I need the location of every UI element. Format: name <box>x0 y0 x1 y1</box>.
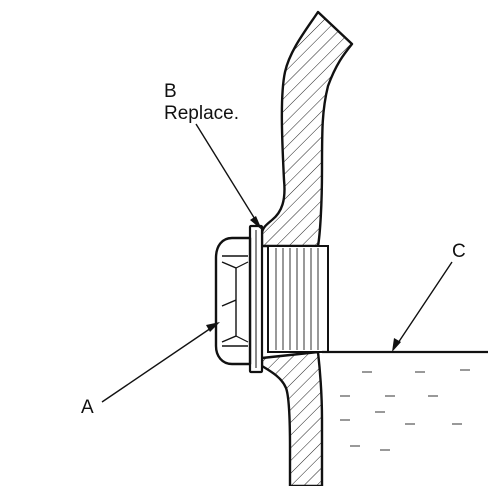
label-b: B <box>164 81 177 102</box>
label-a: A <box>81 397 94 418</box>
bolt-threads <box>275 248 319 350</box>
leader-c <box>392 261 453 352</box>
label-c: C <box>452 241 466 262</box>
fluid-dashes <box>340 369 470 451</box>
leader-a <box>101 322 220 403</box>
bolt-thread-body <box>267 245 329 353</box>
housing-section <box>260 10 354 248</box>
label-b-note: Replace. <box>164 103 239 124</box>
leader-b <box>195 123 262 230</box>
housing-lower-section <box>260 350 324 486</box>
